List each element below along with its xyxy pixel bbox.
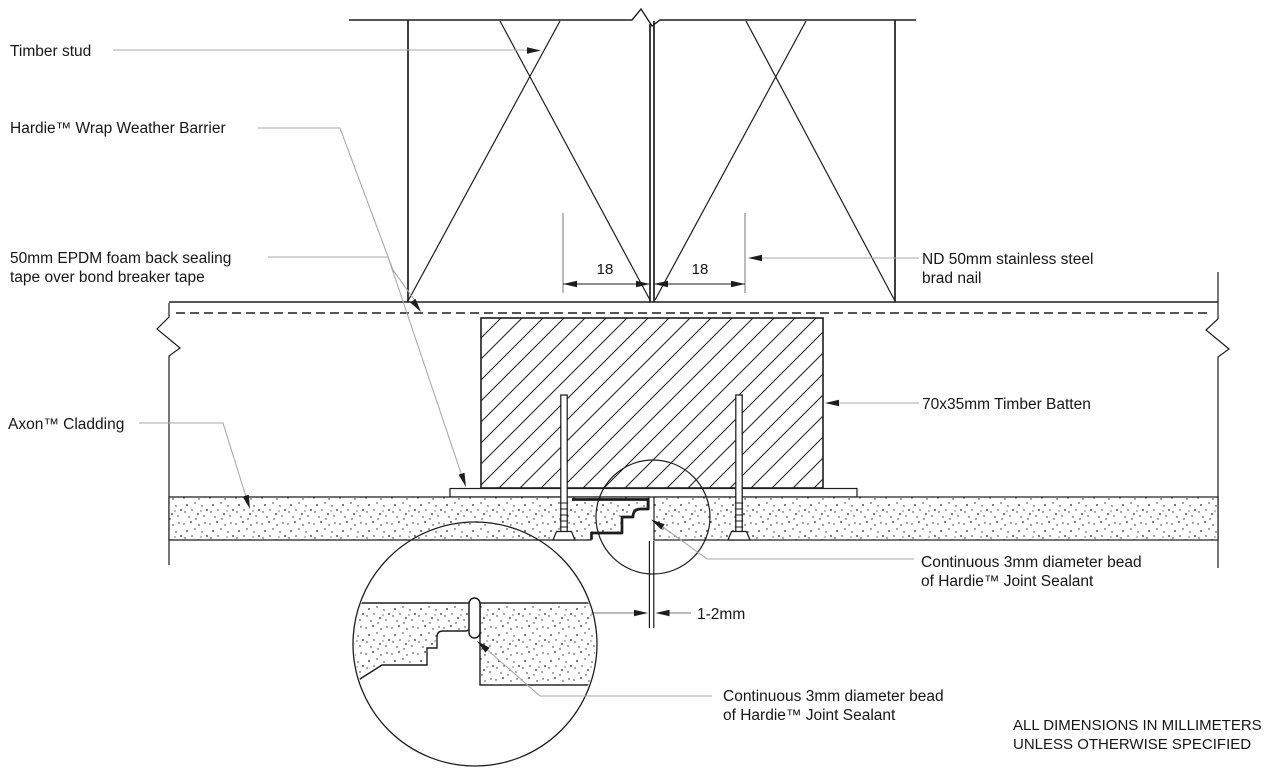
dim-arrow-icon — [634, 609, 648, 617]
dim-arrow-icon — [655, 609, 670, 617]
dim-18-left: 18 — [597, 261, 614, 278]
stud-left-cross-icon — [407, 20, 651, 302]
brad-nail-left — [552, 394, 576, 541]
label-brad-nail-line2: brad nail — [922, 270, 981, 287]
label-axon-cladding: Axon™ Cladding — [8, 416, 124, 433]
dim-arrow-icon — [731, 280, 745, 288]
label-epdm-line2: tape over bond breaker tape — [10, 269, 205, 286]
label-weather-barrier: Hardie™ Wrap Weather Barrier — [10, 120, 226, 137]
label-sealant-right-line2: of Hardie™ Joint Sealant — [921, 573, 1094, 590]
joint-sealant-profile — [572, 498, 650, 540]
dimension-joint-gap: 1-2mm — [578, 606, 745, 623]
label-timber-batten: 70x35mm Timber Batten — [922, 396, 1091, 413]
label-epdm-line1: 50mm EPDM foam back sealing — [10, 250, 231, 267]
stud-framing — [349, 7, 916, 302]
dim-arrow-icon — [636, 280, 650, 288]
detail-circle-large — [352, 521, 598, 767]
nail-threads — [559, 502, 569, 528]
dim-joint-gap: 1-2mm — [697, 606, 745, 623]
leader-weather-barrier — [258, 127, 419, 306]
nail-threads — [734, 502, 744, 528]
detail-cladding-right — [479, 602, 596, 686]
detail-sealant-bead — [468, 597, 481, 639]
leader-arrow-icon — [242, 494, 250, 509]
leader-arrow-icon — [825, 399, 839, 407]
dim-arrow-icon — [563, 280, 577, 288]
label-timber-stud: Timber stud — [10, 43, 91, 60]
wall-top-line-with-break — [349, 7, 916, 28]
cladding-left-panel — [168, 496, 650, 541]
leader-arrow-icon — [527, 47, 541, 54]
detail-cladding-left — [354, 602, 471, 680]
leader-sealant-bottom — [483, 646, 712, 697]
detail-circle-small — [595, 459, 711, 575]
nail-head — [552, 530, 576, 541]
leader-arrow-icon — [410, 298, 421, 312]
extension-lines — [562, 213, 746, 293]
brad-nail-right — [727, 394, 751, 541]
leader-axon-cladding — [139, 422, 249, 504]
label-brad-nail-line1: ND 50mm stainless steel — [922, 251, 1093, 268]
dim-arrow-icon — [654, 280, 668, 288]
dimension-nail-offsets: 18 18 — [562, 213, 746, 293]
stud-right-cross-icon — [654, 20, 896, 302]
leader-arrow-icon — [458, 472, 466, 487]
cladding-right-panel — [653, 496, 1219, 541]
leader-arrow-icon — [748, 254, 762, 262]
detail-large-contents — [354, 597, 596, 686]
epdm-sealing-tape — [449, 487, 858, 498]
timber-batten — [480, 317, 824, 489]
leader-arrow-icon — [477, 641, 490, 653]
dim-18-right: 18 — [692, 261, 709, 278]
leader-arrow-icon — [651, 519, 665, 530]
label-sealant-bottom-line2: of Hardie™ Joint Sealant — [723, 707, 896, 724]
left-boundary-break-line — [156, 303, 181, 565]
leader-epdm-tape — [268, 256, 464, 480]
labels: Timber stud Hardie™ Wrap Weather Barrier… — [8, 43, 1262, 753]
note-dimensions-line1: ALL DIMENSIONS IN MILLIMETERS — [1013, 717, 1262, 734]
label-sealant-bottom-line1: Continuous 3mm diameter bead — [723, 688, 944, 705]
leader-sealant-right — [662, 526, 914, 560]
right-boundary-break-line — [1205, 272, 1230, 568]
note-dimensions-line2: UNLESS OTHERWISE SPECIFIED — [1013, 736, 1251, 753]
joint-gap-lines — [648, 541, 655, 628]
label-sealant-right-line1: Continuous 3mm diameter bead — [921, 554, 1142, 571]
nail-head — [727, 530, 751, 541]
leaders — [113, 47, 919, 697]
